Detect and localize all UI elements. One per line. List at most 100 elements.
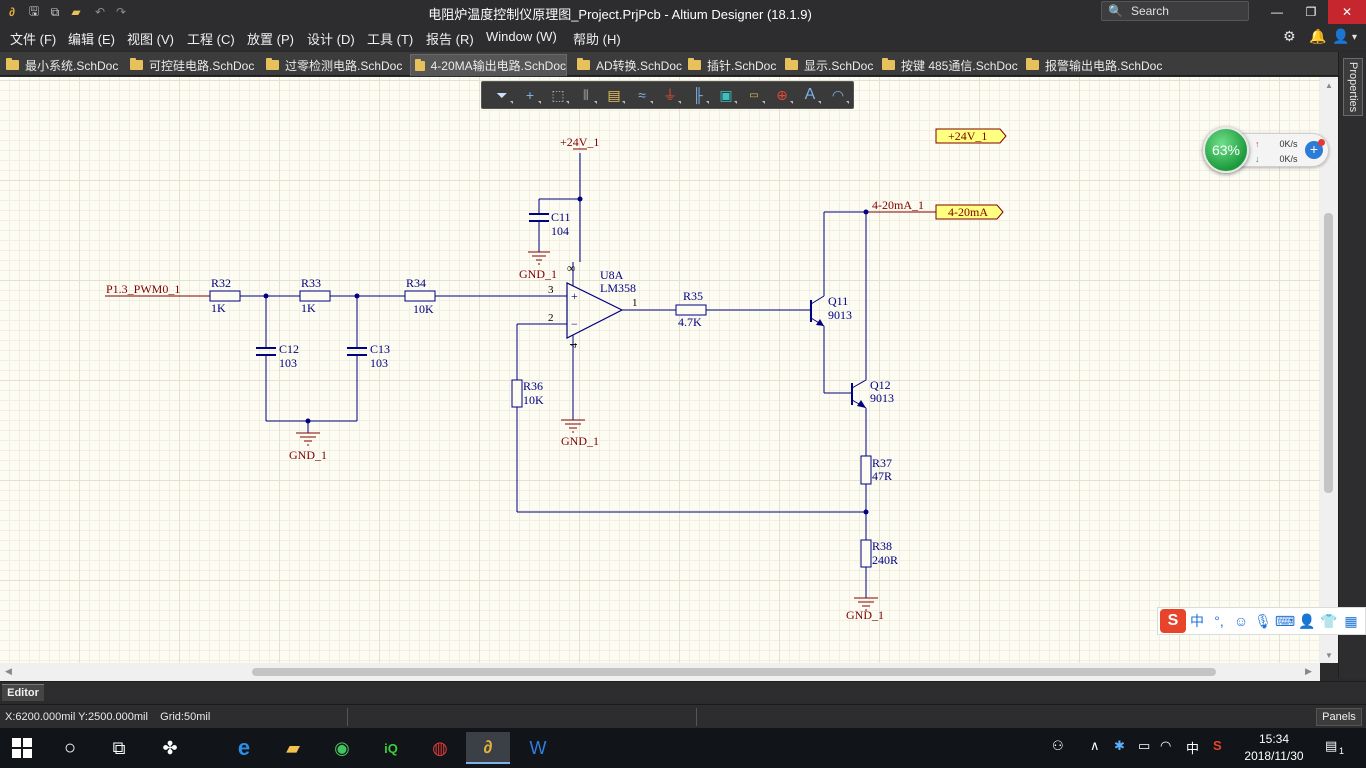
restore-button[interactable]: ❐ xyxy=(1305,5,1317,19)
toolbox-grid-icon[interactable]: ▦ xyxy=(1344,612,1358,629)
place-arc-icon[interactable]: ◠ xyxy=(824,83,852,107)
altium-logo-icon[interactable]: ∂ xyxy=(9,5,15,19)
place-power-ground-icon[interactable]: ⏚ xyxy=(656,83,684,107)
scroll-up-arrow-icon[interactable]: ▲ xyxy=(1325,81,1333,90)
network-speed-widget[interactable]: 63% ↑0K/s ↓0K/s + xyxy=(1203,127,1329,173)
properties-panel-tab[interactable]: Properties xyxy=(1343,58,1363,116)
account-dropdown-chevron-icon[interactable]: ▾ xyxy=(1352,32,1358,43)
vertical-scrollbar[interactable]: ▲ ▼ xyxy=(1320,77,1338,663)
place-part-icon[interactable]: ▤ xyxy=(600,83,628,107)
open-folder-icon[interactable]: ▰ xyxy=(71,5,81,19)
net-label-pwm[interactable]: P1.3_PWM0_1 xyxy=(106,282,180,296)
horizontal-scroll-thumb[interactable] xyxy=(252,668,1216,676)
close-button[interactable]: ✕ xyxy=(1328,0,1366,24)
filter-icon[interactable]: ⏷ xyxy=(488,83,516,107)
crosshair-move-icon[interactable]: + xyxy=(516,83,544,107)
show-hidden-icons-chevron[interactable]: ∧ xyxy=(1090,738,1100,753)
search-input[interactable]: 🔍 Search xyxy=(1101,1,1249,21)
memory-usage-ball[interactable]: 63% xyxy=(1203,127,1249,173)
punctuation-mode-icon[interactable]: °, xyxy=(1214,613,1224,629)
port-4-20ma[interactable] xyxy=(935,204,1004,220)
tab-scr-circuit[interactable]: 可控硅电路.SchDoc xyxy=(126,54,254,76)
resistor-r35[interactable] xyxy=(675,304,707,316)
undo-icon[interactable]: ↶ xyxy=(94,5,106,19)
input-language-indicator[interactable]: 中 xyxy=(1186,741,1200,756)
place-text-icon[interactable]: A xyxy=(796,83,824,107)
place-wire-icon[interactable]: ≈ xyxy=(628,83,656,107)
scroll-left-arrow-icon[interactable]: ◀ xyxy=(5,666,12,676)
redo-icon[interactable]: ↷ xyxy=(115,5,127,19)
place-sheet-symbol-icon[interactable]: ▣ xyxy=(712,83,740,107)
tab-header-pins[interactable]: 插针.SchDoc xyxy=(684,54,776,76)
system-clock[interactable]: 15:34 2018/11/30 xyxy=(1242,731,1306,765)
tab-display[interactable]: 显示.SchDoc xyxy=(781,54,873,76)
menu-view[interactable]: 视图 (V) xyxy=(127,32,174,47)
user-center-icon[interactable]: 👤 xyxy=(1298,612,1316,629)
tab-4-20ma-output[interactable]: 4-20MA输出电路.SchDoc xyxy=(410,54,567,76)
sogou-logo-icon[interactable]: S xyxy=(1160,609,1186,633)
file-explorer-icon[interactable]: ▰ xyxy=(286,737,300,758)
panels-button[interactable]: Panels xyxy=(1316,708,1362,726)
battery-icon[interactable]: ▭ xyxy=(1138,738,1151,753)
place-no-erc-icon[interactable]: ⊕ xyxy=(768,83,796,107)
menu-edit[interactable]: 编辑 (E) xyxy=(68,32,115,47)
netease-music-icon[interactable]: ◍ xyxy=(432,737,448,758)
task-view-icon[interactable]: ⧉ xyxy=(112,737,126,758)
select-rectangle-icon[interactable]: ⬚ xyxy=(544,83,572,107)
iqiyi-icon[interactable]: iQ xyxy=(384,740,398,756)
resistor-r36[interactable] xyxy=(511,379,523,408)
minimize-button[interactable]: — xyxy=(1271,5,1283,19)
resistor-r34[interactable] xyxy=(404,290,436,302)
horizontal-scrollbar[interactable]: ◀ ▶ xyxy=(0,663,1320,681)
browser-360-icon[interactable]: ◉ xyxy=(334,737,350,758)
menu-project[interactable]: 工程 (C) xyxy=(187,32,235,47)
vertical-scroll-thumb[interactable] xyxy=(1324,213,1333,493)
accelerate-plus-icon[interactable]: + xyxy=(1305,141,1323,159)
soft-keyboard-icon[interactable]: ⌨ xyxy=(1274,612,1296,629)
resistor-r37[interactable] xyxy=(860,455,872,485)
resistor-r38[interactable] xyxy=(860,539,872,568)
resistor-r32[interactable] xyxy=(209,290,241,302)
editor-tab[interactable]: Editor xyxy=(2,684,44,701)
ime-chinese-mode[interactable]: 中 xyxy=(1190,613,1204,629)
schematic-canvas[interactable]: P1.3_PWM0_1 +24V_1 4-20mA_1 +24V_1 4-20m… xyxy=(0,77,1320,663)
tab-keys-485[interactable]: 按键 485通信.SchDoc xyxy=(878,54,1018,76)
menu-file[interactable]: 文件 (F) xyxy=(10,32,57,47)
people-icon[interactable]: ⚇ xyxy=(1052,738,1064,753)
altium-designer-taskbar-icon[interactable]: ∂ xyxy=(466,732,510,764)
tab-alarm-output[interactable]: 报警输出电路.SchDoc xyxy=(1022,54,1162,76)
tab-min-system[interactable]: 最小系统.SchDoc xyxy=(2,54,118,76)
user-account-icon[interactable]: 👤 xyxy=(1332,28,1350,44)
windows-start-icon[interactable] xyxy=(0,732,44,764)
save-icon[interactable]: 🖫 xyxy=(28,3,40,18)
net-label-vcc[interactable]: +24V_1 xyxy=(560,135,599,149)
scroll-right-arrow-icon[interactable]: ▶ xyxy=(1305,666,1312,676)
settings-gear-icon[interactable]: ⚙ xyxy=(1283,28,1296,44)
tab-zero-cross[interactable]: 过零检测电路.SchDoc xyxy=(262,54,402,76)
wifi-icon[interactable]: ◠ xyxy=(1160,738,1172,753)
sogou-tray-icon[interactable]: S xyxy=(1213,738,1222,753)
voice-input-mic-icon[interactable]: 🎙 xyxy=(1254,612,1272,629)
emoji-icon[interactable]: ☺ xyxy=(1233,613,1249,629)
skin-shirt-icon[interactable]: 👕 xyxy=(1320,612,1338,629)
menu-window[interactable]: Window (W) xyxy=(486,29,557,44)
menu-help[interactable]: 帮助 (H) xyxy=(573,32,621,47)
menu-tools[interactable]: 工具 (T) xyxy=(367,32,414,47)
menu-design[interactable]: 设计 (D) xyxy=(307,32,355,47)
place-bus-icon[interactable]: ╟ xyxy=(684,83,712,107)
notifications-bell-icon[interactable]: 🔔 xyxy=(1309,28,1327,44)
port-24v[interactable] xyxy=(935,128,1007,144)
net-label-out[interactable]: 4-20mA_1 xyxy=(872,198,924,212)
cortana-search-icon[interactable]: ○ xyxy=(63,736,77,759)
tray-app-icon[interactable]: ✱ xyxy=(1114,738,1125,753)
menu-place[interactable]: 放置 (P) xyxy=(247,32,294,47)
resistor-r33[interactable] xyxy=(299,290,331,302)
menu-reports[interactable]: 报告 (R) xyxy=(426,32,474,47)
scroll-down-arrow-icon[interactable]: ▼ xyxy=(1325,651,1333,660)
action-center-icon[interactable]: ▤ xyxy=(1325,738,1338,753)
save-all-icon[interactable]: ⧉ xyxy=(50,4,60,19)
tab-ad-convert[interactable]: AD转换.SchDoc xyxy=(573,54,682,76)
wps-office-icon[interactable]: W xyxy=(529,737,547,758)
edge-browser-icon[interactable]: e xyxy=(237,735,251,760)
place-port-icon[interactable]: ▭ xyxy=(740,83,768,107)
